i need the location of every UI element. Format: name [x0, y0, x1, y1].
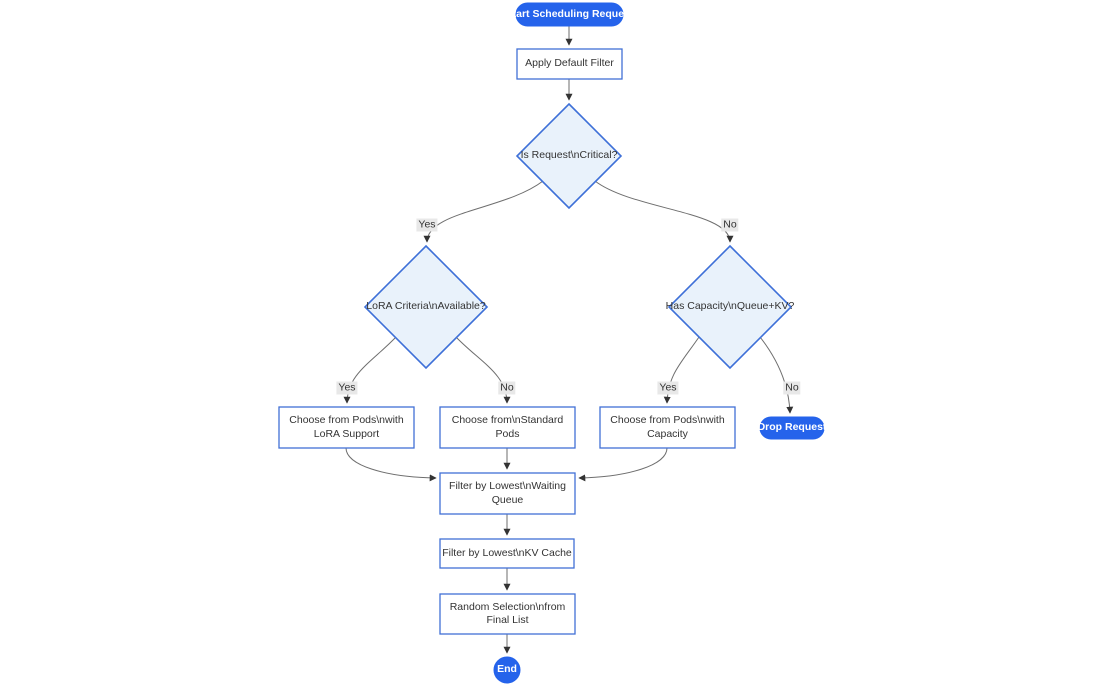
node-random-selection-shape — [439, 593, 576, 635]
node-start-shape — [515, 2, 624, 27]
edge-lora-yes — [343, 336, 397, 404]
node-is-critical-shape — [515, 102, 623, 210]
node-apply-filter-shape — [516, 48, 623, 80]
node-filter-kv-shape — [439, 538, 575, 569]
node-end-shape — [493, 656, 521, 684]
edge-capacity-no — [759, 336, 794, 414]
edge-lora-no — [455, 336, 511, 404]
node-filter-queue-shape — [439, 472, 576, 515]
node-choose-lora-shape — [278, 406, 415, 449]
edge-is-critical-no — [594, 180, 734, 243]
node-choose-standard-shape — [439, 406, 576, 449]
node-has-capacity-shape — [667, 244, 793, 370]
node-lora-available-shape — [363, 244, 489, 370]
edge-choose-lora-to-filter-queue — [345, 447, 437, 482]
edge-choose-capacity-to-filter-queue — [578, 447, 668, 482]
edge-capacity-yes — [663, 336, 700, 404]
node-choose-capacity-shape — [599, 406, 736, 449]
node-drop-request-shape — [759, 416, 825, 440]
edge-is-critical-yes — [423, 180, 544, 243]
